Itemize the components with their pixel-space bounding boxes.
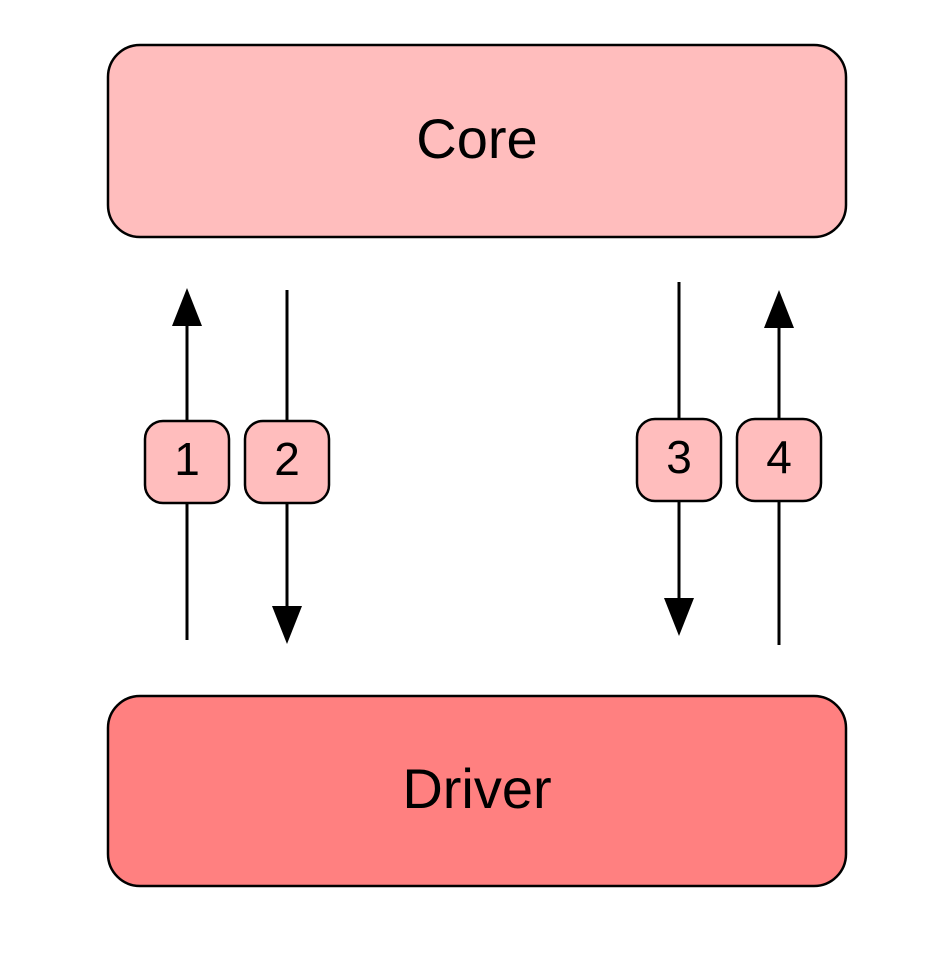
driver-box-shape (106, 694, 848, 888)
arrow-1-label: 1 (174, 433, 200, 485)
arrow-1-head (172, 288, 202, 326)
arrow-4-badge (735, 417, 823, 503)
arrow-2: 2 (243, 290, 331, 644)
arrow-3-label: 3 (666, 431, 692, 483)
arrow-1-badge (143, 419, 231, 505)
arrow-4: 4 (735, 290, 823, 645)
arrow-2-label: 2 (274, 433, 300, 485)
arrow-2-head (272, 606, 302, 644)
arrow-4-head (764, 290, 794, 328)
core-box-shape (106, 43, 848, 239)
arrow-4-label: 4 (766, 431, 792, 483)
driver-box-label: Driver (402, 757, 551, 820)
arrow-1: 1 (143, 288, 231, 640)
arrow-2-badge (243, 419, 331, 505)
core-box: Core (106, 43, 848, 239)
core-box-label: Core (416, 107, 537, 170)
arrow-3: 3 (635, 282, 723, 636)
arrow-3-badge (635, 417, 723, 503)
arrow-3-head (664, 598, 694, 636)
driver-box: Driver (106, 694, 848, 888)
